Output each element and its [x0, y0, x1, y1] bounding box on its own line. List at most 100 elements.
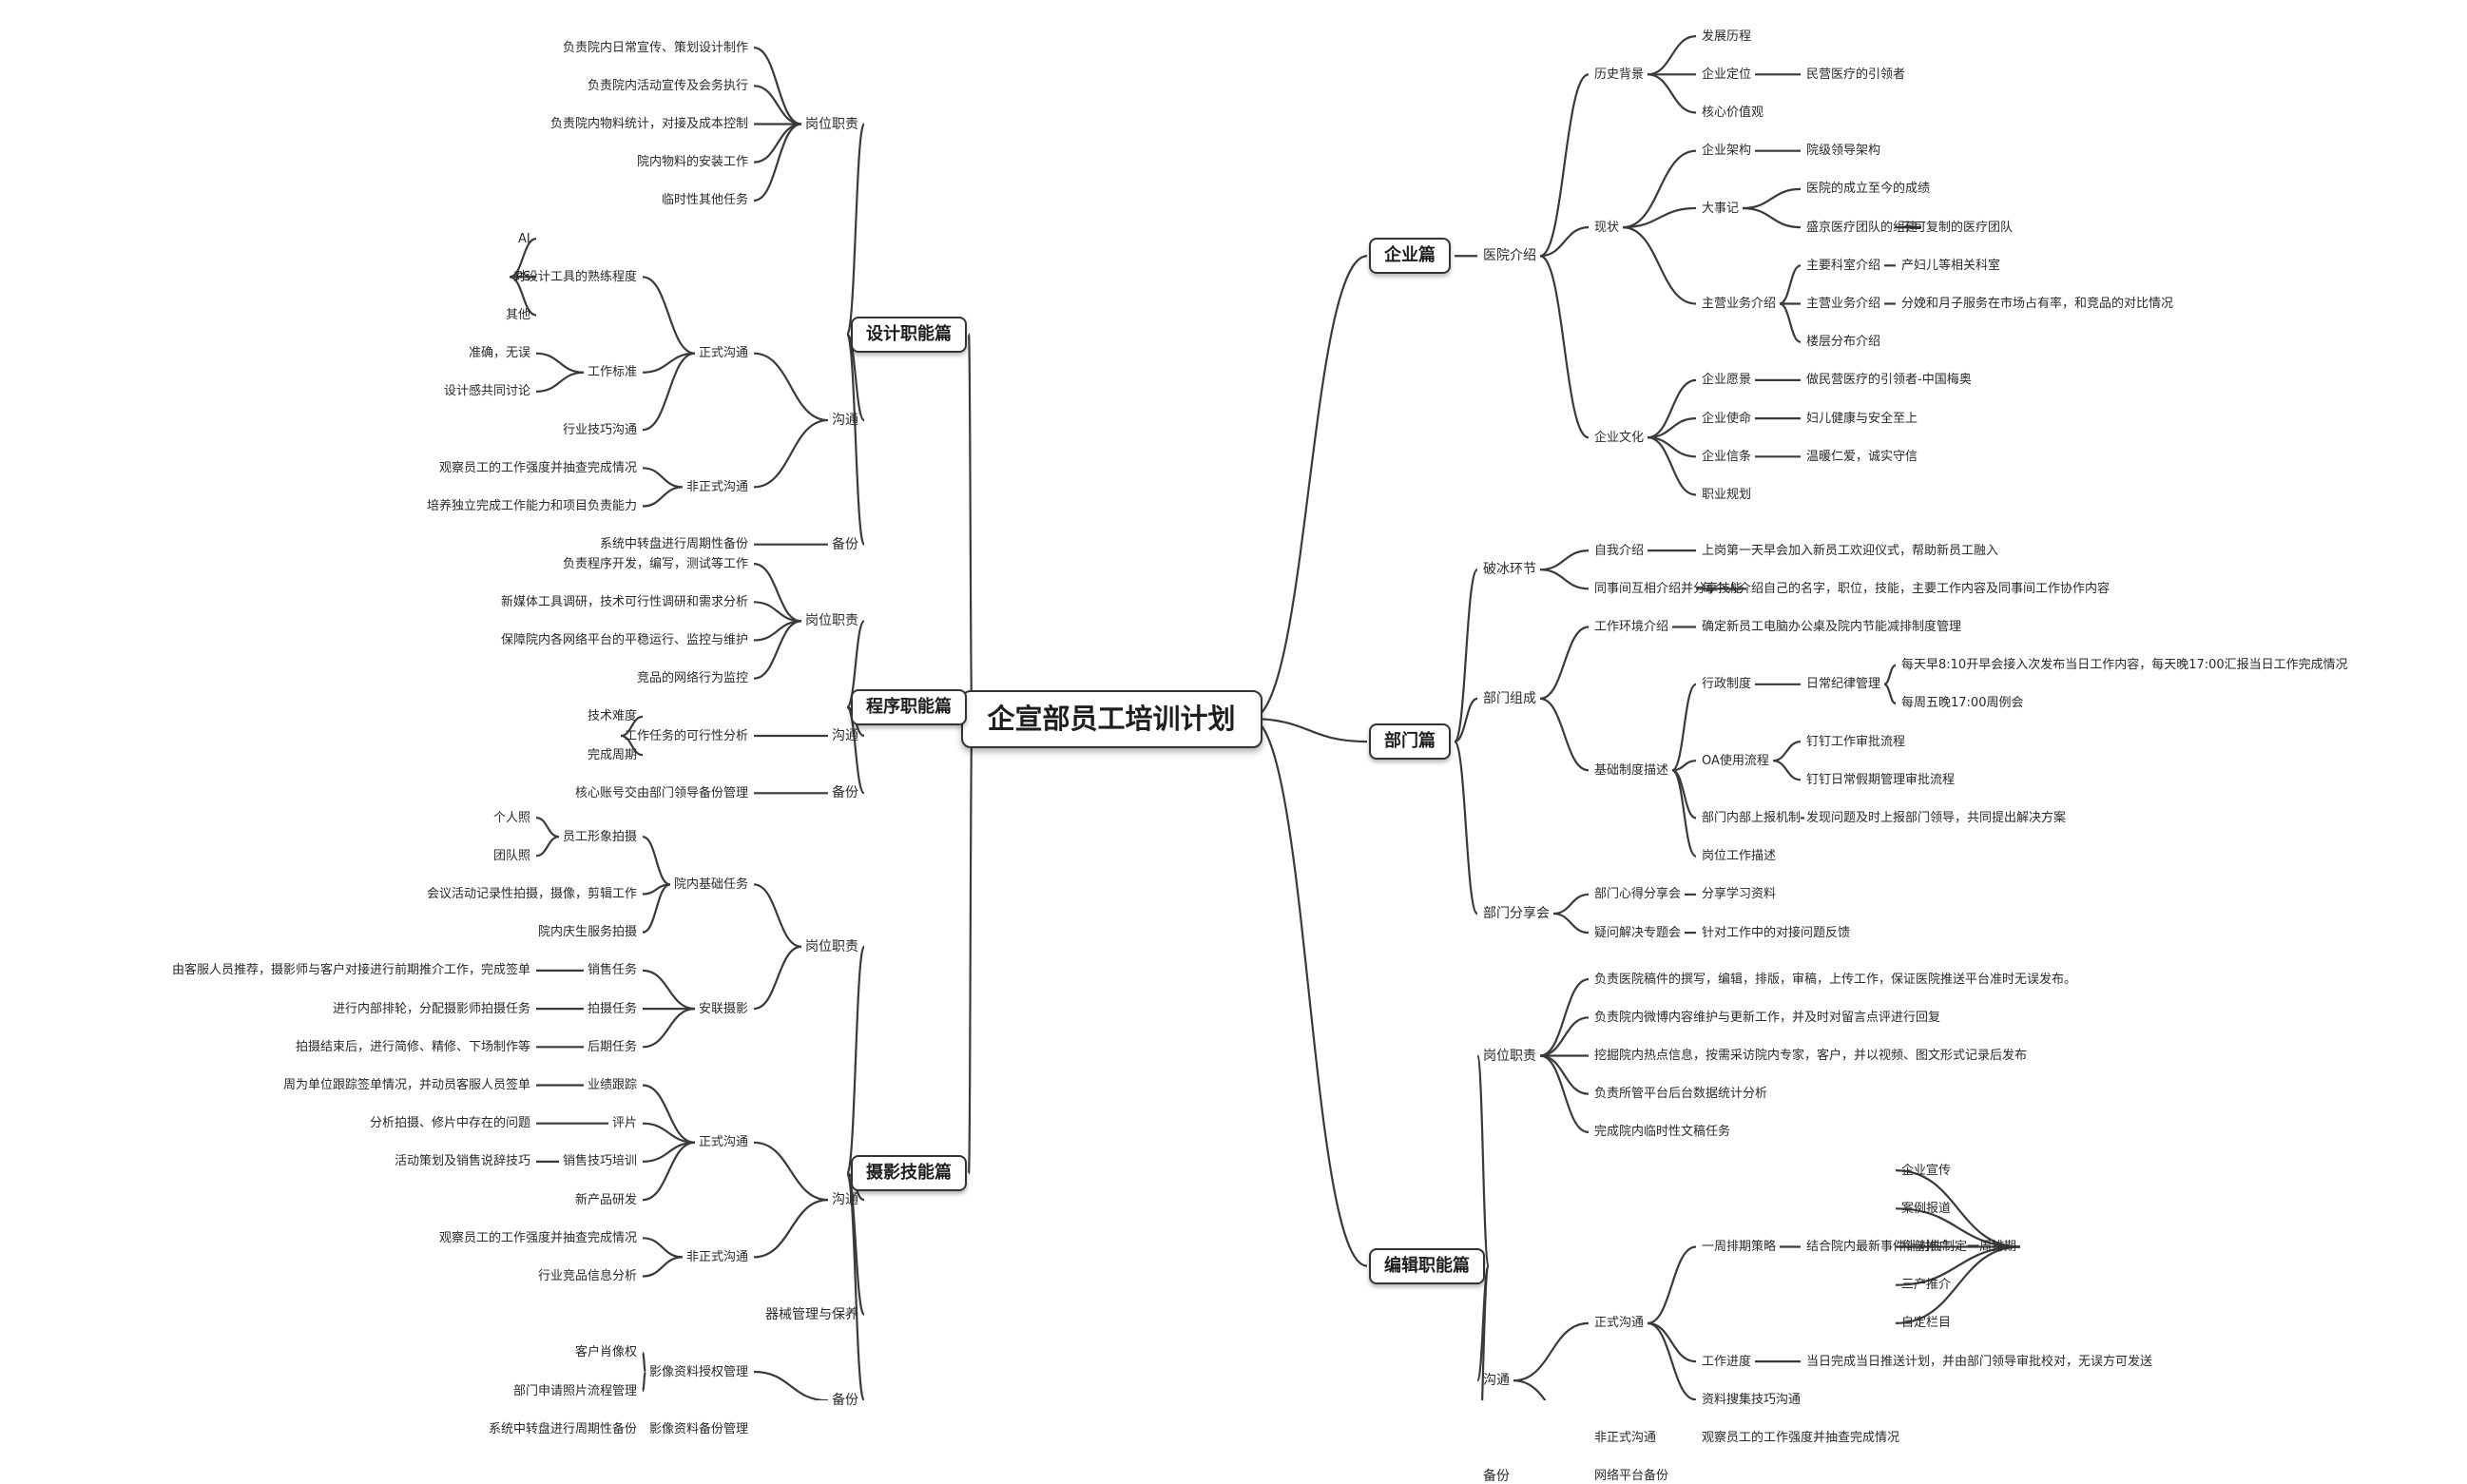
left-branch-1-1-3[interactable]: 负责院内物料统计，对接及成本控制: [550, 117, 749, 131]
left-branch-3[interactable]: 摄影技能篇: [851, 1155, 967, 1192]
left-branch-1-1-4[interactable]: 院内物料的安装工作: [637, 155, 749, 170]
left-branch-3-4[interactable]: 备份: [832, 1393, 858, 1409]
right-branch-2-3-1[interactable]: 部门心得分享会: [1594, 887, 1682, 902]
right-branch-3-1-1[interactable]: 负责医院稿件的撰写，编辑，排版，审稿，上传工作，保证医院推送平台准时无误发布。: [1594, 972, 2077, 987]
left-branch-2-2-1-2[interactable]: 完成周期: [588, 747, 638, 762]
right-branch-1[interactable]: 企业篇: [1369, 238, 1451, 275]
left-branch-1-3[interactable]: 备份: [832, 536, 858, 552]
left-branch-3-1[interactable]: 岗位职责: [805, 938, 858, 954]
left-branch-3-2-1-3-1[interactable]: 活动策划及销售说辞技巧: [395, 1154, 531, 1169]
right-branch-3-1-2[interactable]: 负责院内微博内容维护与更新工作，并及时对留言点评进行回复: [1594, 1010, 1941, 1025]
right-branch-2-2-2-2-1[interactable]: 钉钉工作审批流程: [1806, 734, 1906, 749]
right-branch-1-1-1[interactable]: 历史背景: [1594, 67, 1645, 82]
left-branch-1-2-2[interactable]: 非正式沟通: [686, 479, 749, 494]
left-branch-2-3[interactable]: 备份: [832, 785, 858, 801]
left-branch-3-2-1-1[interactable]: 业绩跟踪: [588, 1078, 638, 1092]
right-branch-2-2-2-2[interactable]: OA使用流程: [1702, 753, 1769, 768]
left-branch-3-1-2-1[interactable]: 销售任务: [588, 963, 638, 978]
right-branch-1-1-2-2-2[interactable]: 盛京医疗团队的组建: [1806, 220, 1918, 235]
right-branch-1-1-3-3-1[interactable]: 温暖仁爱，诚实守信: [1806, 449, 1918, 464]
left-branch-2-1[interactable]: 岗位职责: [805, 613, 858, 629]
right-branch-1-1-3-1-1[interactable]: 做民营医疗的引领者-中国梅奥: [1806, 373, 1972, 388]
left-branch-1-2-1-1-2[interactable]: PS: [515, 269, 531, 284]
left-branch-3-1-1-3[interactable]: 院内庆生服务拍摄: [538, 925, 638, 940]
right-branch-3-1[interactable]: 岗位职责: [1483, 1048, 1536, 1064]
right-branch-3-2-1-2[interactable]: 工作进度: [1702, 1354, 1752, 1369]
right-branch-3-2-1-1[interactable]: 一周排期策略: [1702, 1240, 1777, 1254]
left-branch-3-4-1-1[interactable]: 客户肖像权: [575, 1345, 638, 1360]
left-branch-2-3-1[interactable]: 核心账号交由部门领导备份管理: [575, 785, 749, 800]
left-branch-3-2-2-1[interactable]: 观察员工的工作强度并抽查完成情况: [439, 1230, 638, 1245]
left-branch-3-4-1[interactable]: 影像资料授权管理: [649, 1364, 749, 1379]
left-branch-1-2-1-1-3[interactable]: 其他: [506, 308, 531, 322]
left-branch-2-2[interactable]: 沟通: [832, 728, 858, 743]
left-branch-2-1-2[interactable]: 新媒体工具调研，技术可行性调研和需求分析: [501, 594, 749, 609]
right-branch-2-1-2[interactable]: 同事间互相介绍并分享技能: [1594, 581, 1744, 596]
right-branch-2-2-1[interactable]: 工作环境介绍: [1594, 620, 1669, 634]
right-branch-2-2-2-3-1[interactable]: 发现问题及时上报部门领导，共同提出解决方案: [1806, 811, 2067, 825]
right-branch-3-1-4[interactable]: 负责所管平台后台数据统计分析: [1594, 1087, 1768, 1102]
left-branch-3-1-1-1-2[interactable]: 团队照: [493, 848, 531, 863]
left-branch-3-1-2[interactable]: 安联摄影: [699, 1001, 749, 1016]
right-branch-1-1-2[interactable]: 现状: [1594, 220, 1620, 235]
right-branch-1-1[interactable]: 医院介绍: [1483, 248, 1536, 264]
right-branch-3-2-2[interactable]: 非正式沟通: [1594, 1431, 1657, 1445]
right-branch-2-1-1-1[interactable]: 上岗第一天早会加入新员工欢迎仪式，帮助新员工融入: [1702, 543, 1999, 558]
right-branch-1-1-2-2[interactable]: 大事记: [1702, 201, 1740, 216]
right-branch-2-2[interactable]: 部门组成: [1483, 690, 1536, 706]
left-branch-3-1-1-1-1[interactable]: 个人照: [493, 810, 531, 825]
right-branch-2-2-2-3[interactable]: 部门内部上报机制: [1702, 811, 1802, 825]
right-branch-2-2-2-1-1[interactable]: 日常纪律管理: [1806, 677, 1881, 692]
left-branch-1-1-1[interactable]: 负责院内日常宣传、策划设计制作: [563, 40, 749, 55]
right-branch-2-2-2-1[interactable]: 行政制度: [1702, 677, 1752, 692]
left-branch-1-2-1-2-2[interactable]: 设计感共同讨论: [444, 384, 531, 399]
right-branch-1-1-1-1[interactable]: 发展历程: [1702, 29, 1752, 44]
right-branch-1-1-3[interactable]: 企业文化: [1594, 430, 1645, 445]
left-branch-3-2-1-2[interactable]: 评片: [612, 1116, 638, 1131]
left-branch-1-2-2-1[interactable]: 观察员工的工作强度并抽查完成情况: [439, 460, 638, 475]
right-branch-3-2-1-1-1-3[interactable]: 科普推广: [1901, 1240, 1952, 1254]
left-branch-1-2-1-3[interactable]: 行业技巧沟通: [563, 422, 638, 437]
right-branch-2-3-1-1[interactable]: 分享学习资料: [1702, 887, 1777, 902]
right-branch-2[interactable]: 部门篇: [1369, 723, 1451, 761]
left-branch-3-1-2-1-1[interactable]: 由客服人员推荐，摄影师与客户对接进行前期推介工作，完成签单: [172, 963, 531, 978]
left-branch-3-1-1[interactable]: 院内基础任务: [674, 877, 749, 892]
right-branch-1-1-3-4[interactable]: 职业规划: [1702, 488, 1752, 502]
right-branch-3-2-1-2-1[interactable]: 当日完成当日推送计划，并由部门领导审批校对，无误方可发送: [1806, 1354, 2153, 1369]
right-branch-2-1-1[interactable]: 自我介绍: [1594, 543, 1645, 558]
right-branch-3-2-1-1-1-4[interactable]: 三产推介: [1901, 1278, 1952, 1293]
left-branch-2-2-1-1[interactable]: 技术难度: [588, 709, 638, 724]
left-branch-2[interactable]: 程序职能篇: [851, 688, 967, 725]
right-branch-2-2-2[interactable]: 基础制度描述: [1594, 762, 1669, 778]
right-branch-1-1-2-2-2-1[interactable]: 不可复制的医疗团队: [1901, 220, 2014, 235]
left-branch-1-2-1-1[interactable]: 对设计工具的熟练程度: [513, 269, 638, 284]
left-branch-3-4-2[interactable]: 影像资料备份管理: [649, 1421, 749, 1436]
right-branch-3-2-1-3[interactable]: 资料搜集技巧沟通: [1702, 1392, 1802, 1407]
left-branch-3-1-1-1[interactable]: 员工形象拍摄: [563, 829, 638, 844]
left-branch-3-2-1-2-1[interactable]: 分析拍摄、修片中存在的问题: [370, 1116, 531, 1131]
right-branch-3-2[interactable]: 沟通: [1483, 1373, 1510, 1389]
left-branch-1-2-1-2-1[interactable]: 准确，无误: [469, 346, 531, 361]
left-branch-3-2-2[interactable]: 非正式沟通: [686, 1249, 749, 1264]
left-branch-2-1-1[interactable]: 负责程序开发，编写，测试等工作: [563, 556, 749, 571]
left-branch-1-1[interactable]: 岗位职责: [805, 116, 858, 132]
right-branch-2-2-2-2-2[interactable]: 钉钉日常假期管理审批流程: [1806, 772, 1956, 787]
left-branch-2-1-3[interactable]: 保障院内各网络平台的平稳运行、监控与维护: [501, 633, 749, 647]
left-branch-1-2-2-2[interactable]: 培养独立完成工作能力和项目负责能力: [427, 499, 638, 513]
left-branch-2-2-1[interactable]: 工作任务的可行性分析: [625, 728, 749, 743]
left-branch-1-2-1-1-1[interactable]: AI: [518, 231, 530, 246]
left-branch-3-1-2-2[interactable]: 拍摄任务: [588, 1001, 638, 1016]
left-branch-3-2-1-3[interactable]: 销售技巧培训: [563, 1154, 638, 1169]
right-branch-2-3-2[interactable]: 疑问解决专题会: [1594, 925, 1682, 940]
right-branch-3-2-1-1-1[interactable]: 结合院内最新事件针对性制定一周排期: [1806, 1240, 2017, 1254]
left-branch-3-2-2-2[interactable]: 行业竞品信息分析: [538, 1269, 638, 1283]
right-branch-1-1-1-3[interactable]: 核心价值观: [1702, 106, 1764, 120]
right-branch-2-2-1-1[interactable]: 确定新员工电脑办公桌及院内节能减排制度管理: [1702, 620, 1962, 634]
right-branch-3-2-1-1-1-1[interactable]: 企业宣传: [1901, 1163, 1952, 1178]
right-branch-3-2-2-1[interactable]: 观察员工的工作强度并抽查完成情况: [1702, 1431, 1900, 1445]
right-branch-1-1-2-1-1[interactable]: 院级领导架构: [1806, 144, 1881, 159]
root-topic[interactable]: 企宣部员工培训计划: [960, 689, 1262, 748]
left-branch-3-2-1[interactable]: 正式沟通: [699, 1135, 749, 1150]
left-branch-1-2-1-2[interactable]: 工作标准: [588, 365, 638, 380]
